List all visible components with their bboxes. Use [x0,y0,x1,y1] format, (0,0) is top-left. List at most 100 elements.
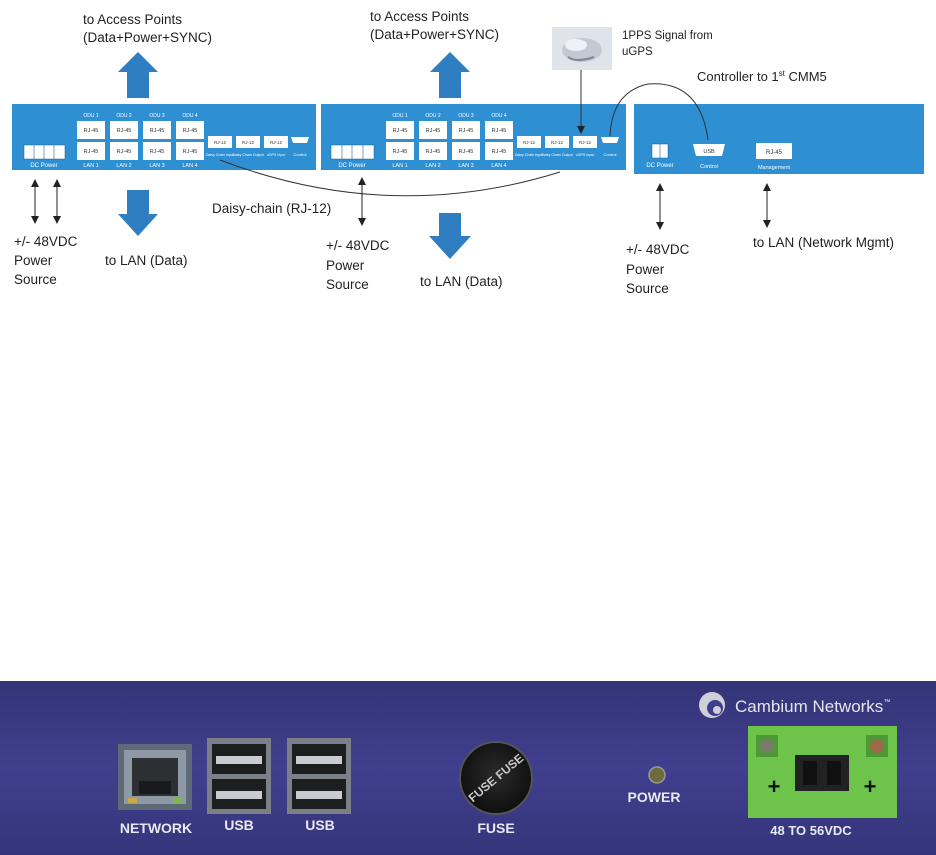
rj45-label: RJ-45 [393,128,408,134]
odu-label: ODU 1 [392,113,408,119]
rj45-label: RJ-45 [84,128,99,134]
power-source-label: +/- 48VDC [14,234,78,249]
odu-label: ODU 3 [149,113,165,119]
rj12-port-label: Daisy Chain Output [232,153,263,157]
rj12-label: RJ-12 [579,140,592,145]
dc-power-label: DC Power [30,163,57,169]
cambium-logo-icon [699,692,725,718]
rj12-port-label: Daisy Chain Output [541,153,572,157]
cmm-unit-2: DC Power ODU 1 ODU 2 ODU 3 ODU 4 RJ-45 R… [321,104,626,170]
power-source-label: Power [626,262,665,277]
management-label: Management [758,165,791,171]
rj45-label: RJ-45 [492,128,507,134]
rj45-label: RJ-45 [183,128,198,134]
cmm-controller: DC Power USB Control RJ-45 Management [634,104,924,174]
dc-power-connector [23,144,66,160]
arrow-up-icon [430,52,470,98]
controller-cable [609,83,709,141]
usb-label: USB [305,817,335,833]
lan-data-label: to LAN (Data) [420,274,503,289]
rj45-label: RJ-45 [426,128,441,134]
control-label: Control [294,152,307,157]
rj12-label: RJ-12 [523,140,536,145]
power-source-label: Source [14,272,57,287]
odu-label: ODU 4 [491,113,507,119]
rj45-label: RJ-45 [393,149,408,155]
management-port [756,143,792,159]
power-source-label: +/- 48VDC [626,242,690,257]
rj12-label: RJ-12 [551,140,564,145]
dc-power-label: DC Power [646,163,673,169]
rj45-label: RJ-45 [150,128,165,134]
cmm-front-panel-photo: NETWORK USB USB FUSE FUSE FUSE POWER [0,681,936,855]
rj45-label: RJ-45 [459,128,474,134]
ap-label: to Access Points [370,9,469,24]
odu-label: ODU 2 [116,113,132,119]
power-source-label: Source [326,277,369,292]
ap-label: to Access Points [83,12,182,27]
rj45-label: RJ-45 [150,149,165,155]
rj12-label: RJ-12 [270,140,283,145]
rj12-label: RJ-12 [242,140,255,145]
brand-name: Cambium Networks™ [735,697,890,716]
fuse-label: FUSE [477,820,514,836]
control-port [601,137,619,143]
lan-label: LAN 3 [458,163,473,169]
power-terminal: + + [748,726,897,818]
rj45-label: RJ-45 [183,149,198,155]
rj45-label: RJ-45 [426,149,441,155]
power-source-label: Power [14,253,53,268]
rj45-ports: RJ-45 RJ-45 RJ-45 RJ-45 RJ-45 RJ-45 RJ-4… [386,121,513,160]
usb-port [693,144,725,156]
daisy-chain-cable [219,159,561,197]
odu-label: ODU 3 [458,113,474,119]
lan-label: LAN 2 [116,163,131,169]
ap-label: (Data+Power+SYNC) [83,30,212,45]
odu-label: ODU 4 [182,113,198,119]
lan-label: LAN 1 [83,163,98,169]
lan-label: LAN 1 [392,163,407,169]
usb-label: USB [703,149,715,155]
rj12-port-label: Daisy Chain Input [206,153,234,157]
arrow-up-icon [118,52,158,98]
rj12-ports: RJ-12 RJ-12 RJ-12 [517,136,597,148]
power-led [648,766,666,784]
svg-text:+: + [768,774,781,799]
rj45-label: RJ-45 [459,149,474,155]
rj45-label: RJ-45 [766,150,783,156]
control-port [291,137,309,143]
usb-port-pair [287,738,351,814]
control-label: Control [700,164,718,170]
svg-text:+: + [864,774,877,799]
power-source-label: Power [326,258,365,273]
usb-label: USB [224,817,254,833]
rj12-port-label: Daisy Chain Input [515,153,543,157]
rj45-label: RJ-45 [117,149,132,155]
dc-power-connector [651,143,669,159]
front-panel: NETWORK USB USB FUSE FUSE FUSE POWER [0,681,936,855]
network-port [118,744,192,810]
fuse-holder: FUSE FUSE [459,741,533,815]
controller-link-label: Controller to 1st CMM5 [697,69,827,84]
cmm-unit-1: DC Power ODU 1 ODU 2 ODU 3 ODU 4 RJ-45 R… [12,104,316,170]
power-source-label: +/- 48VDC [326,238,390,253]
lan-label: LAN 2 [425,163,440,169]
control-label: Control [604,152,617,157]
arrow-down-icon [429,213,471,259]
gps-antenna-icon [552,27,612,70]
rj45-ports: RJ-45 RJ-45 RJ-45 RJ-45 RJ-45 RJ-45 RJ-4… [77,121,204,160]
dc-power-label: DC Power [338,163,365,169]
rj12-label: RJ-12 [214,140,227,145]
lan-label: LAN 3 [149,163,164,169]
power-label: POWER [628,789,681,805]
cmm-wiring-diagram: DC Power ODU 1 ODU 2 ODU 3 ODU 4 RJ-45 R… [12,9,924,296]
voltage-label: 48 TO 56VDC [770,823,852,838]
ap-label: (Data+Power+SYNC) [370,27,499,42]
lan-label: LAN 4 [182,163,197,169]
network-label: NETWORK [120,820,192,836]
odu-label: ODU 1 [83,113,99,119]
gps-label: 1PPS Signal from [622,30,713,42]
rj45-label: RJ-45 [492,149,507,155]
gps-label: uGPS [622,46,653,58]
daisy-chain-label: Daisy-chain (RJ-12) [212,201,331,216]
